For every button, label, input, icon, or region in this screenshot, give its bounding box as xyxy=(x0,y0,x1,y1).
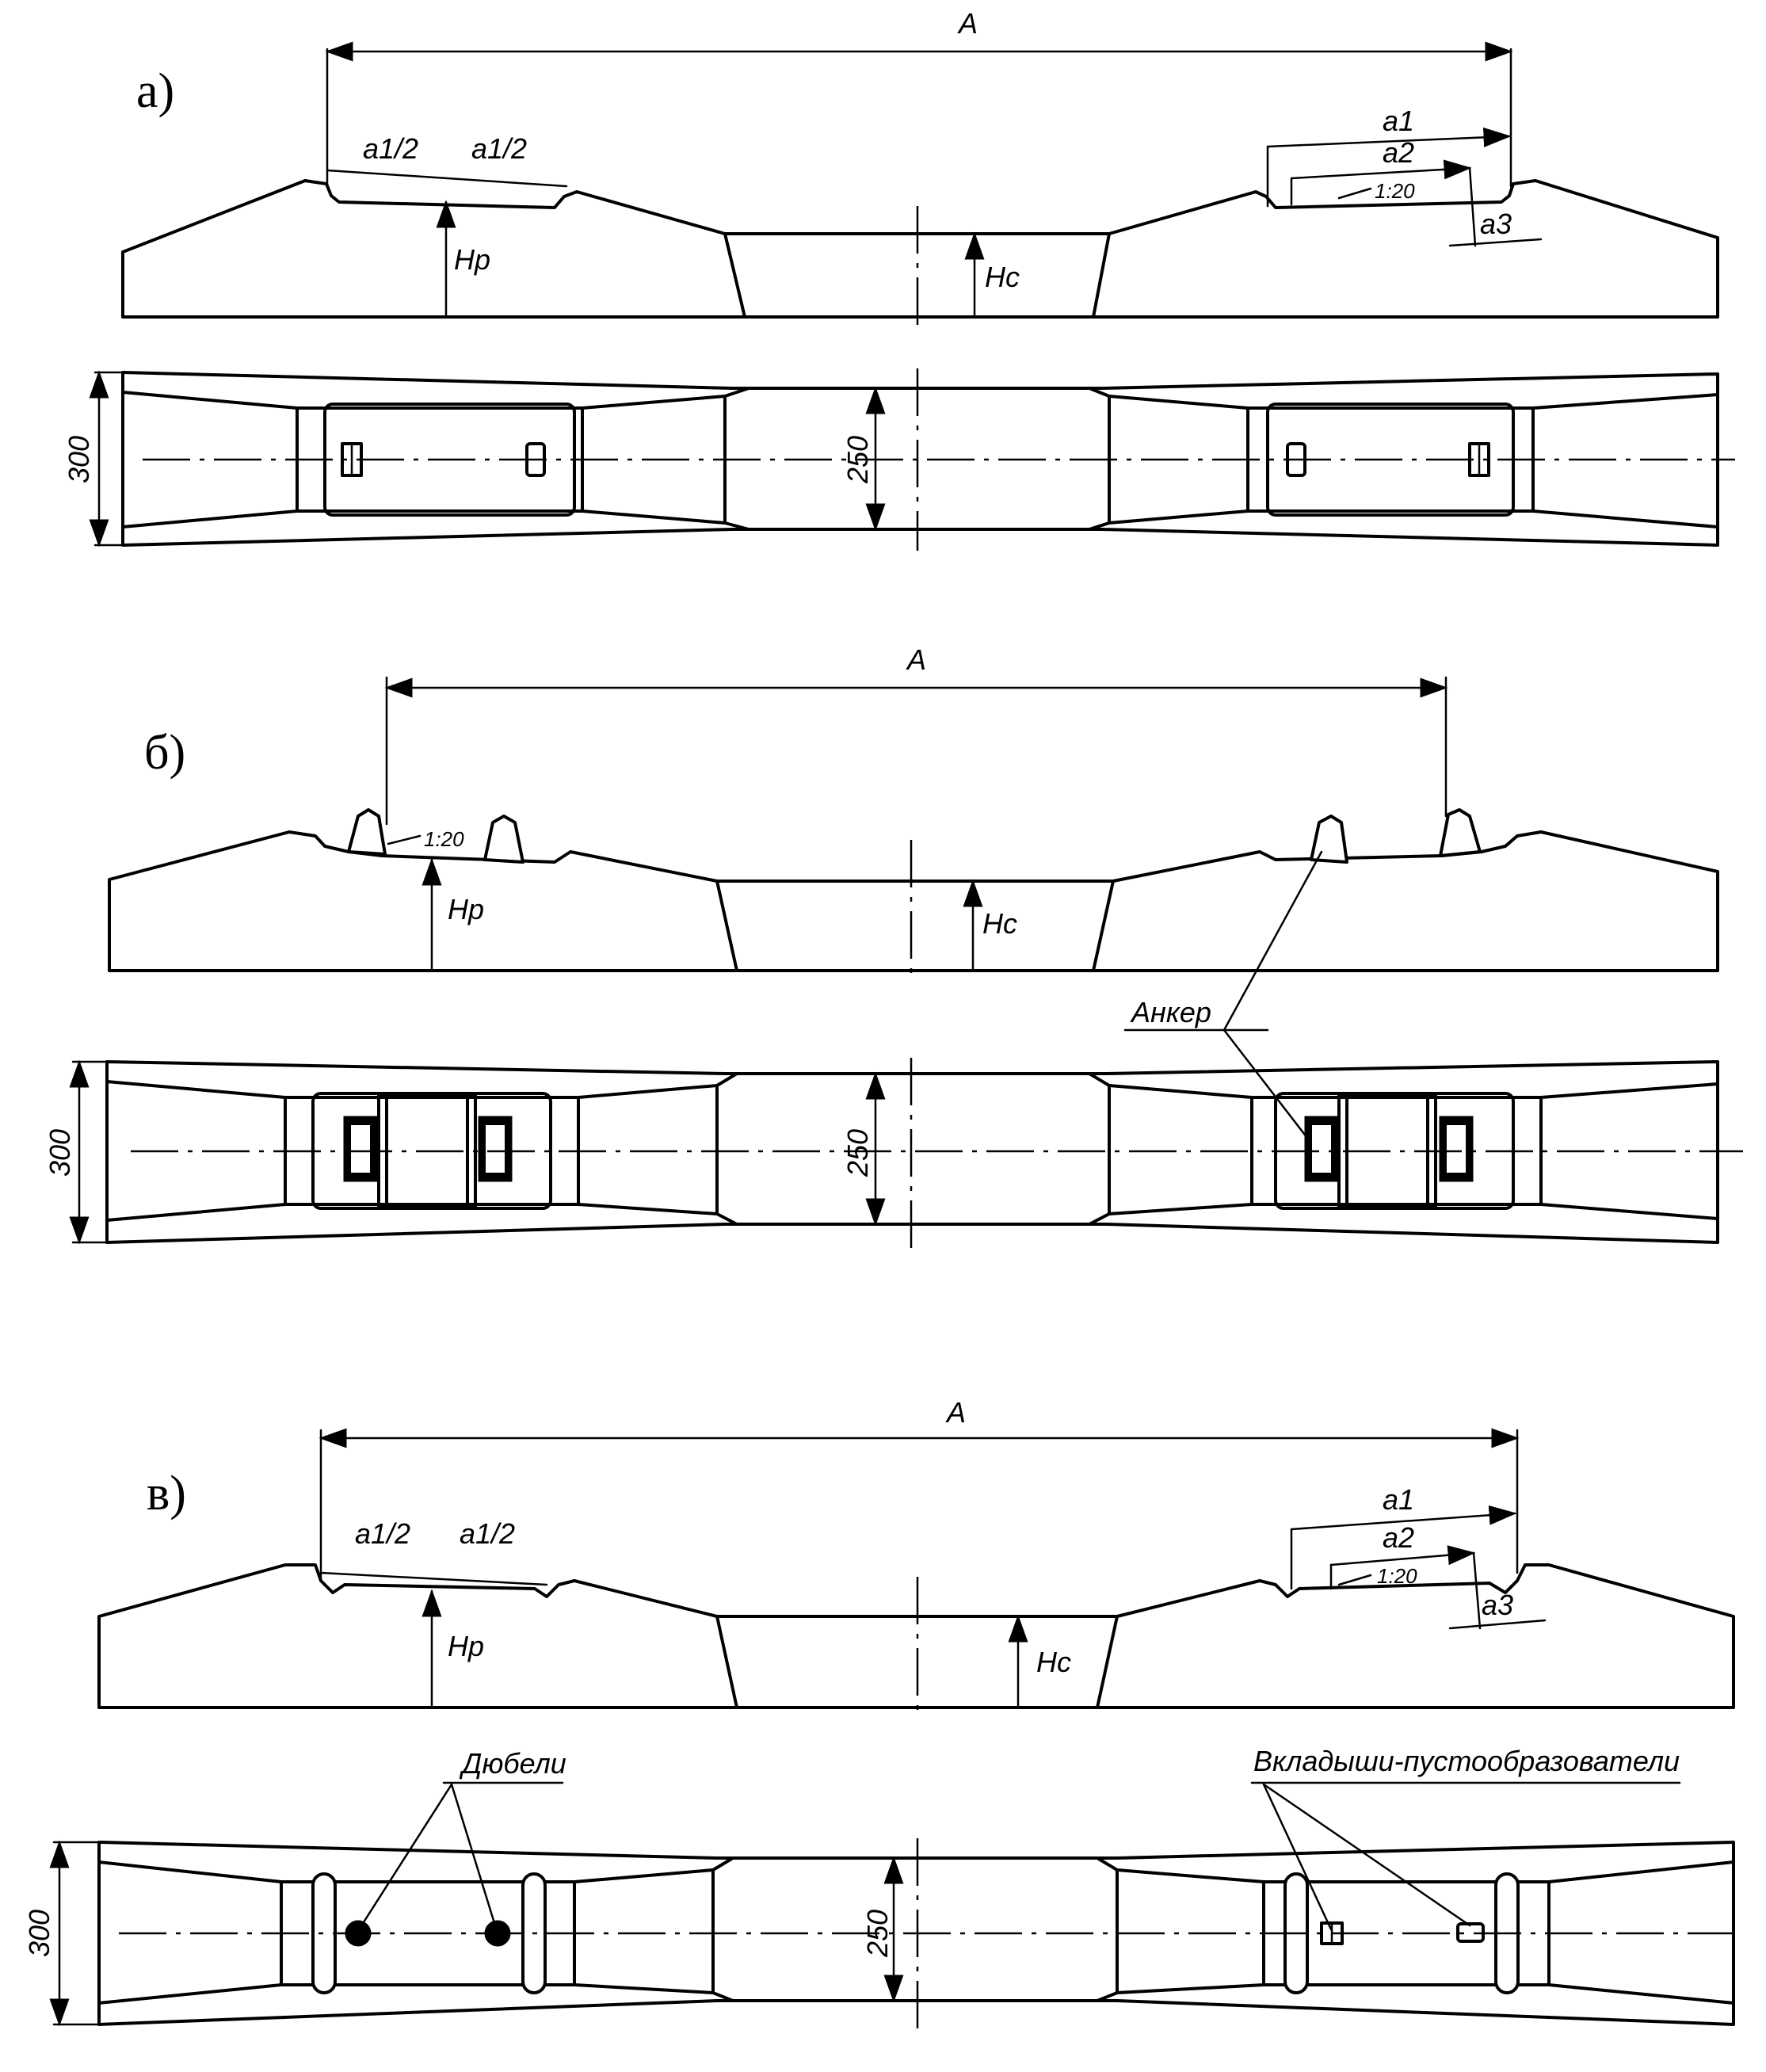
panel-v-half-left: a1/2 xyxy=(355,1517,410,1550)
panel-a-hp: Hp xyxy=(454,243,490,276)
panel-v-hc: Hc xyxy=(1036,1646,1071,1678)
panel-b-label: б) xyxy=(144,726,185,780)
panel-v-elevation-outline xyxy=(97,1563,1735,1709)
panel-b-slope: 1:20 xyxy=(424,827,464,851)
panel-a-elevation-outline xyxy=(121,179,1719,319)
panel-v-dim-A: A xyxy=(945,1396,966,1429)
panel-b-anchor-label: Анкер xyxy=(1130,996,1211,1028)
panel-a-a3: a3 xyxy=(1480,208,1512,240)
panel-a-width-250: 250 xyxy=(841,436,874,484)
panel-b-hc: Hc xyxy=(982,907,1017,940)
panel-a-a2: a2 xyxy=(1383,136,1414,169)
panel-v-width-250: 250 xyxy=(861,1910,894,1958)
panel-b-dim-A: A xyxy=(906,643,926,676)
panel-v-half-right: a1/2 xyxy=(460,1517,515,1550)
panel-a-half-left: a1/2 xyxy=(363,132,418,165)
panel-b-hp: Hp xyxy=(448,893,484,925)
panel-v-a3: a3 xyxy=(1482,1589,1513,1621)
panel-a-dim-A-text: A xyxy=(957,7,978,40)
panel-a-slope: 1:20 xyxy=(1375,179,1415,203)
panel-v-inserts-label: Вкладыши-пустообразователи xyxy=(1253,1745,1680,1777)
panel-a-dim-A: A xyxy=(325,7,1513,188)
panel-a-hc: Hc xyxy=(985,261,1020,293)
panel-v-slope: 1:20 xyxy=(1377,1564,1417,1588)
panel-b-width-250: 250 xyxy=(841,1129,874,1177)
panel-v-hp: Hp xyxy=(448,1630,484,1662)
panel-a-half-right: a1/2 xyxy=(471,132,527,165)
panel-v: в) A a1/2 a1/2 a1 a2 1:20 a3 Hp Hc Дюбел… xyxy=(23,1396,1743,2036)
panel-v-label: в) xyxy=(147,1467,186,1521)
panel-a-width-300: 300 xyxy=(63,436,95,483)
panel-v-a1: a1 xyxy=(1383,1483,1414,1516)
panel-b-plan: 300 250 xyxy=(44,1058,1743,1252)
panel-b-width-300: 300 xyxy=(44,1129,76,1177)
panel-v-plan: 300 250 xyxy=(23,1838,1743,2036)
panel-v-a2: a2 xyxy=(1383,1521,1414,1554)
panel-a: а) A a1/2 a1/2 a1 a2 1:20 a3 Hp xyxy=(63,7,1735,551)
panel-v-dowels-label: Дюбели xyxy=(459,1747,566,1780)
panel-v-width-300: 300 xyxy=(23,1910,55,1957)
panel-a-a1: a1 xyxy=(1383,105,1414,137)
panel-a-label: а) xyxy=(136,64,174,118)
panel-a-plan: 300 250 xyxy=(63,368,1735,551)
panel-b: б) A 1:20 Hp Hc Анкер xyxy=(44,643,1743,1252)
